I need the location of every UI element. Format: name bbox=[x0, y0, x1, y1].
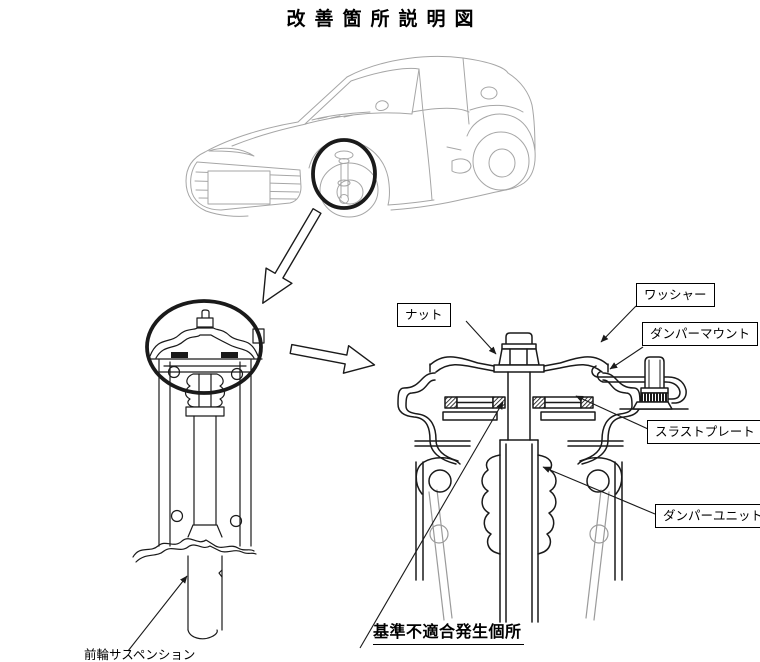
strut-illustration bbox=[132, 309, 265, 640]
leader-defect-location bbox=[359, 401, 504, 649]
page-title: 改善箇所説明図 bbox=[286, 9, 483, 30]
label-damper-mount: ダンパーマウント bbox=[642, 322, 759, 346]
mount-bolt bbox=[632, 356, 673, 410]
label-washer: ワッシャー bbox=[636, 283, 715, 307]
car-illustration bbox=[185, 55, 536, 218]
label-nut: ナット bbox=[397, 303, 451, 327]
highlight-circle-car bbox=[311, 138, 377, 210]
thrust-bearing bbox=[444, 396, 594, 409]
label-damper-unit: ダンパーユニット bbox=[655, 504, 760, 528]
leader-damper-mount bbox=[609, 346, 644, 370]
zoom-arrow-car-to-strut bbox=[262, 207, 322, 304]
label-thrust-plate: スラストプレート bbox=[647, 420, 760, 444]
leader-thrust-plate bbox=[575, 395, 649, 430]
leader-nut bbox=[465, 320, 497, 355]
leader-washer bbox=[600, 305, 637, 343]
highlight-ellipse-strut bbox=[145, 299, 263, 395]
zoom-arrow-strut-to-detail bbox=[289, 343, 376, 374]
detail-springs bbox=[428, 489, 610, 621]
detail-cross-section bbox=[397, 332, 689, 623]
leader-front-suspension bbox=[127, 575, 188, 652]
label-defect-location: 基準不適合発生個所 bbox=[373, 618, 524, 645]
label-front-suspension: 前輪サスペンション bbox=[84, 648, 196, 662]
leader-damper-unit bbox=[542, 466, 656, 515]
